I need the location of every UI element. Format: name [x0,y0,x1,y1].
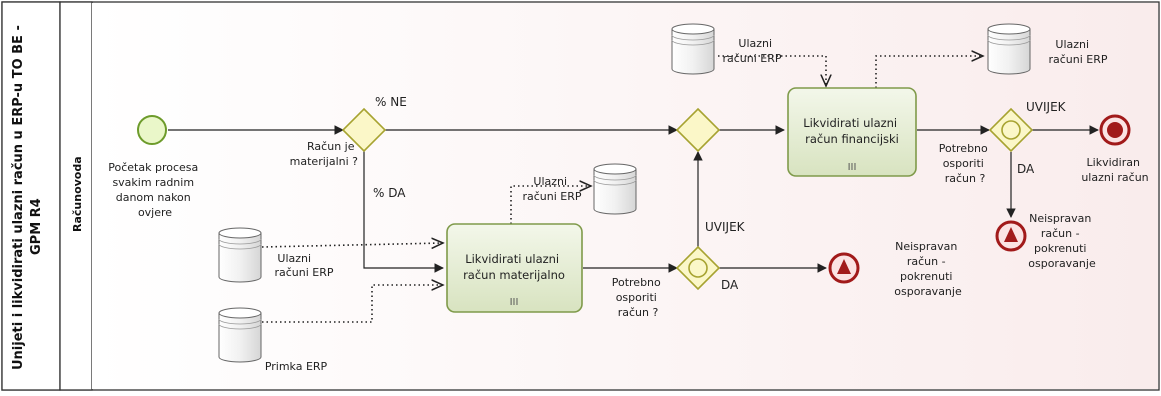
sequence-flows [168,125,1099,273]
assoc-output-financial [875,56,983,88]
end-event-success-label: Likvidiran ulazni račun [1081,156,1148,184]
pool-title-line1: Unijeti i likvidirati ulazni račun u ERP… [11,25,26,370]
gateway-out-no-label: % NE [375,95,407,109]
lane-title: Računovoda [71,156,84,232]
inclusive-gateway-marker [1001,120,1021,140]
start-event-label: Početak procesa svakim radnim danom nako… [108,161,202,219]
gateway-invoice-type-question: Račun je materijalni ? [290,140,358,168]
datastore-receipt-label: Primka ERP [265,360,328,373]
pool-title-line2: GPM R4 [29,198,44,255]
multi-instance-marker: III [510,297,519,308]
lane-header [59,1,93,391]
data-associations [261,55,983,323]
escalation-icon [837,259,851,274]
end-event-error-financial-label: Neispravan račun - pokrenuti osporavanje [1028,212,1096,270]
assoc-output-material [510,186,591,224]
terminate-icon [1107,122,1123,138]
datastore-output-material-label: Ulazni računi ERP [522,175,581,203]
datastore-receipt[interactable] [218,307,262,363]
gateway-invoice-type[interactable] [341,107,387,153]
flow-yes-to-task-material [363,151,444,273]
task-liquidate-financial-label: Likvidirati ulazni račun financijski [803,116,901,146]
task-liquidate-material-label: Likvidirati ulazni račun materijalno [463,252,565,282]
task-liquidate-material[interactable] [446,223,583,313]
gateway-dispute-material-always: UVIJEK [705,220,746,234]
assoc-input-material [261,243,443,247]
end-event-error-material[interactable] [828,252,860,284]
task-liquidate-financial[interactable] [787,87,917,177]
gateway-dispute-material-yes: DA [721,278,739,292]
multi-instance-marker: III [848,162,857,173]
end-event-success[interactable] [1099,114,1131,146]
gateway-dispute-financial-question: Potrebno osporiti račun ? [939,142,992,185]
datastore-input-financial[interactable] [671,23,715,75]
datastore-input-material-label: Ulazni računi ERP [274,252,333,279]
gateway-out-yes-label: % DA [373,186,406,200]
assoc-receipt [262,285,443,323]
gateway-merge[interactable] [675,107,721,153]
datastore-output-financial[interactable] [987,23,1031,75]
escalation-icon [1004,227,1018,242]
gateway-dispute-material-question: Potrebno osporiti račun ? [612,276,665,319]
end-event-error-financial[interactable] [995,220,1027,252]
gateway-dispute-financial-always: UVIJEK [1026,100,1067,114]
gateway-dispute-financial-yes: DA [1017,162,1035,176]
pool-header [1,1,61,391]
datastore-input-financial-label: Ulazni računi ERP [722,37,781,65]
end-event-error-material-label: Neispravan račun - pokrenuti osporavanje [894,240,962,298]
datastore-input-material[interactable] [218,227,262,283]
assoc-input-financial [718,55,826,86]
inclusive-gateway-marker [688,258,708,278]
datastore-output-financial-label: Ulazni računi ERP [1048,38,1107,66]
start-event[interactable] [137,115,167,145]
datastore-output-material[interactable] [593,163,637,215]
